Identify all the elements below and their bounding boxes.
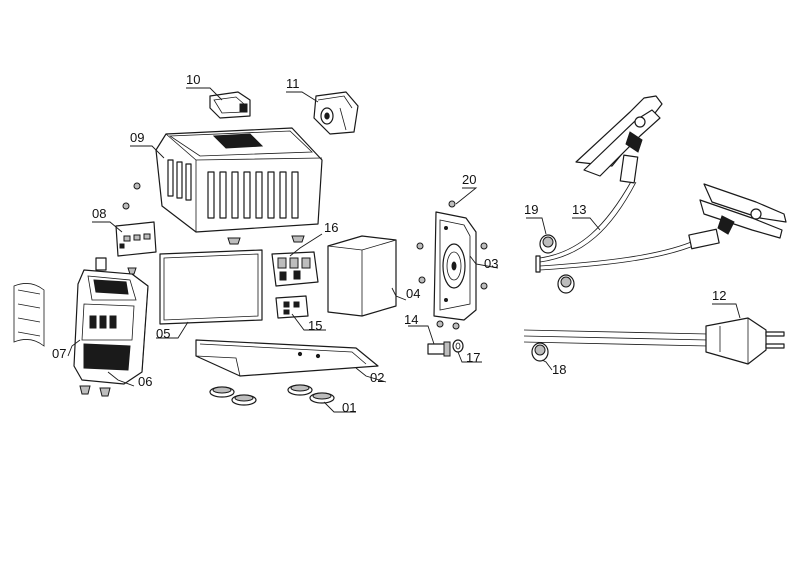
cover-side-vents <box>207 171 299 219</box>
cover-front-vents <box>167 159 192 201</box>
label-15: 15 <box>308 318 322 333</box>
part-05-plate <box>159 249 263 325</box>
label-19: 19 <box>524 202 538 217</box>
part-03-rear-panel <box>433 211 477 321</box>
part-11-handle-clip <box>313 91 359 135</box>
part-14-cable-gland <box>427 341 451 357</box>
label-18: 18 <box>552 362 566 377</box>
screws-cover <box>122 182 305 245</box>
label-12: 12 <box>712 288 726 303</box>
clamp-upper <box>575 95 663 184</box>
part-18-bushing <box>531 342 549 362</box>
label-16: 16 <box>324 220 338 235</box>
label-17: 17 <box>466 350 480 365</box>
part-19-bushings <box>539 234 575 294</box>
label-02: 02 <box>370 370 384 385</box>
part-07-label-sheet <box>13 282 45 347</box>
part-04-transformer <box>327 235 397 317</box>
label-10: 10 <box>186 72 200 87</box>
label-13: 13 <box>572 202 586 217</box>
part-16-terminal-block <box>271 251 319 287</box>
rear-panel-screws <box>416 200 488 330</box>
part-13-clamp-cable <box>535 179 699 273</box>
part-15-switch <box>275 295 309 319</box>
label-11: 11 <box>286 76 300 91</box>
part-01-feet <box>209 384 335 406</box>
label-05: 05 <box>156 326 170 341</box>
leader-lines <box>67 87 741 413</box>
part-08-circuit-board <box>115 221 157 257</box>
part-06-front-panel <box>73 257 149 385</box>
part-12-mains-cable <box>523 317 785 365</box>
label-06: 06 <box>138 374 152 389</box>
clamp-lower <box>688 183 787 250</box>
label-14: 14 <box>404 312 418 327</box>
part-10-bracket <box>209 91 251 119</box>
part-02-base-tray <box>195 339 379 377</box>
part-09-housing-cover <box>155 127 323 233</box>
label-07: 07 <box>52 346 66 361</box>
label-04: 04 <box>406 286 420 301</box>
part-labels: 10 11 09 08 16 15 05 07 06 02 01 04 03 2… <box>52 72 726 415</box>
label-03: 03 <box>484 256 498 271</box>
label-08: 08 <box>92 206 106 221</box>
label-01: 01 <box>342 400 356 415</box>
label-09: 09 <box>130 130 144 145</box>
panel-bottom-screws <box>79 267 137 397</box>
part-17-nut <box>452 339 464 353</box>
label-20: 20 <box>462 172 476 187</box>
